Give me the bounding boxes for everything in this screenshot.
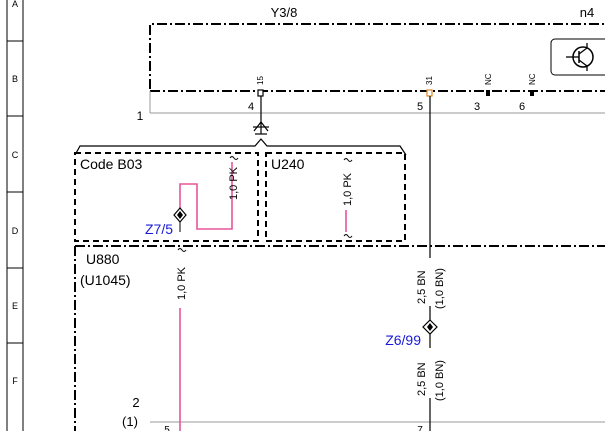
terminal-label-15: 15 — [256, 76, 265, 85]
wire-label-code-b03: 1,0 PK — [228, 166, 240, 200]
block-title-u880: U880 — [86, 251, 120, 267]
transistor-icon — [566, 43, 594, 71]
connector-1: 15 4 31 5 NC 3 NC 6 — [149, 73, 605, 114]
variant-box-code-b03: Code B03 1,0 PK — [74, 152, 259, 242]
variant-label-code-b03: Code B03 — [80, 156, 142, 172]
wire-label-right-upper-alt: (1,0 BN) — [434, 268, 446, 309]
wire-left-pk: 1,0 PK — [176, 248, 188, 431]
component-id: n4 — [580, 5, 594, 20]
terminal-label-nc-3: NC — [484, 73, 493, 85]
terminal-label-nc-6: NC — [528, 73, 537, 85]
wire-label-right-lower-alt: (1,0 BN) — [434, 360, 446, 401]
component-u880: U880 (U1045) 2 (1) 5 7 — [74, 245, 605, 431]
pin-15-marker — [257, 89, 264, 97]
variant-label-u240: U240 — [271, 156, 305, 172]
row-label-c: C — [12, 150, 19, 160]
pin-number-6: 6 — [519, 101, 525, 113]
pin-31-marker — [426, 89, 433, 97]
connector-number-2: 2 — [132, 395, 139, 410]
wire-label-left: 1,0 PK — [176, 266, 188, 300]
wire-label-right-upper-main: 2,5 BN — [416, 270, 428, 304]
wire-right-bn: 2,5 BN (1,0 BN) Z6/99 2,5 BN (1,0 BN) — [385, 96, 446, 431]
block-subtitle-u1045: (U1045) — [80, 272, 131, 288]
connector-sub-1: (1) — [122, 414, 138, 429]
pin-number-7-lower: 7 — [417, 425, 423, 431]
wire-end-tilde-left — [177, 248, 187, 252]
splice-label-z7-5: Z7/5 — [145, 221, 173, 237]
pin-nc-marker-6 — [530, 90, 534, 96]
transistor-symbol-box — [550, 38, 605, 76]
component-title: Y3/8 — [271, 5, 298, 20]
wire-end-tilde — [229, 156, 239, 160]
wire-label-right-lower-main: 2,5 BN — [416, 362, 428, 396]
row-reference-column: A B C D E F — [6, 0, 24, 431]
connector-number-1: 1 — [137, 109, 144, 123]
variant-branch-symbol — [253, 121, 269, 132]
wire-pin-15 — [74, 96, 407, 156]
row-label-f: F — [12, 376, 18, 386]
pin-number-4: 4 — [248, 101, 254, 113]
component-y3-8: Y3/8 n4 1 — [137, 5, 605, 123]
pin-number-3: 3 — [474, 101, 480, 113]
pink-wire-code-b03 — [179, 162, 233, 230]
splice-z7-5: Z7/5 — [145, 207, 187, 237]
wire-label-u240: 1,0 PK — [342, 172, 354, 206]
row-label-a: A — [12, 0, 18, 9]
terminal-label-31: 31 — [425, 76, 434, 85]
splice-label-z6-99: Z6/99 — [385, 332, 421, 348]
variant-bracket — [74, 138, 407, 156]
wire-end-tilde-u240-top — [343, 158, 353, 162]
splice-z6-99: Z6/99 — [385, 319, 438, 348]
pin-nc-marker-3 — [486, 90, 490, 96]
pin-number-5: 5 — [417, 101, 423, 113]
variant-box-u240: U240 1,0 PK — [265, 152, 406, 242]
row-label-e: E — [12, 301, 18, 311]
row-label-b: B — [12, 74, 18, 84]
pin-number-5-lower: 5 — [164, 425, 170, 431]
row-label-d: D — [12, 226, 19, 236]
wire-end-tilde-u240-bottom — [343, 234, 353, 238]
